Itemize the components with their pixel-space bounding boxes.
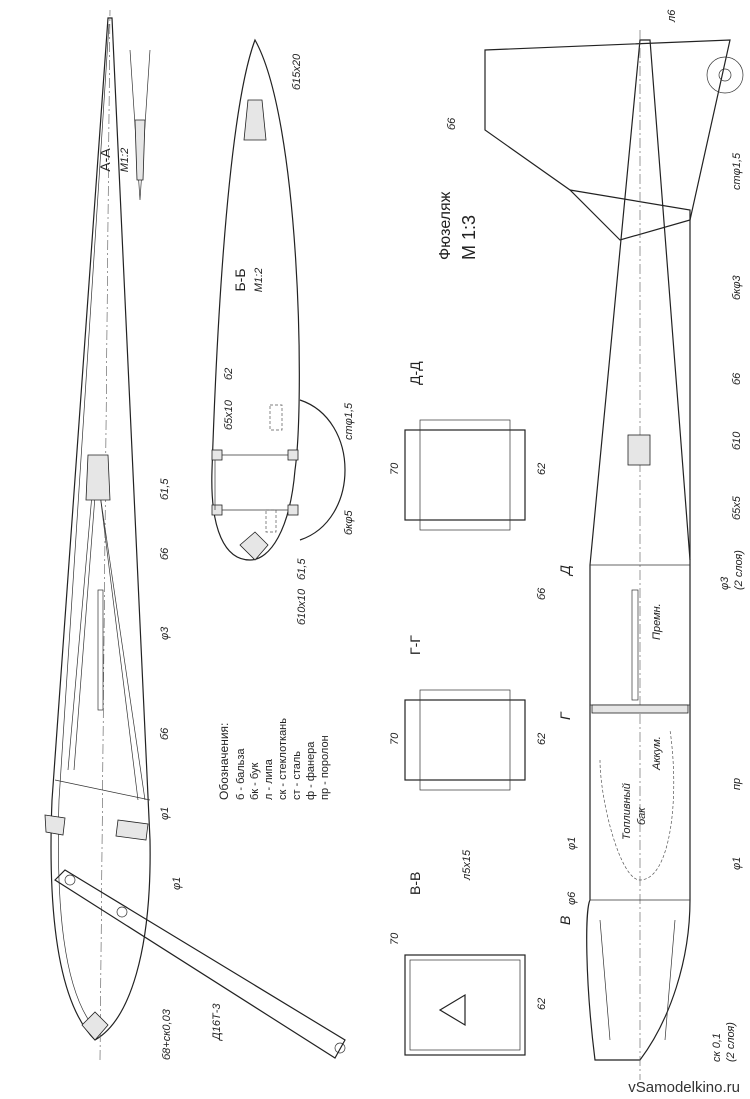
label: бкφ3 [731, 274, 743, 300]
fuselage-side-view [484, 30, 744, 1080]
section-label: л5х15 [461, 849, 473, 881]
legend-title: Обозначения: [217, 723, 231, 800]
label: ск 0,1 [711, 1033, 723, 1062]
section-v-v: В-В 70 62 [389, 872, 548, 1056]
rib-labels: б15х20 б2 б5х10 стφ1,5 бкφ5 б1,5 б10х10 [223, 53, 355, 625]
height-dim: 70 [389, 462, 401, 475]
label: стφ1,5 [343, 402, 355, 440]
fuselage-scale: М 1:3 [459, 215, 479, 260]
label: б15х20 [291, 53, 303, 90]
legend-item: л - липа [263, 758, 275, 800]
width-dim: 62 [536, 998, 548, 1010]
section-d-d: Д-Д 70 62 б6 [389, 361, 548, 600]
label: Д16Т-3 [211, 1003, 223, 1042]
label: б2 [223, 368, 235, 380]
section-g-g: Г-Г 70 62 л5х15 [389, 635, 548, 881]
label: б6 [446, 117, 458, 130]
label: φ1 [171, 877, 183, 890]
label: б5х5 [731, 495, 743, 520]
label: φ1 [566, 837, 578, 850]
width-dim: 62 [536, 463, 548, 475]
wing-section-title: А-А [97, 148, 113, 172]
legend-item: ф - фанера [305, 741, 317, 800]
wing-section-scale: М1:2 [119, 148, 131, 172]
label: φ1 [731, 857, 743, 870]
rib-section [211, 38, 346, 561]
legend-item: пр - поролон [319, 735, 331, 800]
wing-labels: б1,5 б6 φ3 б6 φ1 φ1 б8+ск0,03 Д16Т-3 [159, 478, 223, 1060]
label: φ1 [159, 807, 171, 820]
fuselage-title: Фюзеляж [437, 191, 454, 260]
fuselage-labels: л6 б6 стφ1,5 бкφ3 б6 б10 б5х5 Д φ3 (2 сл… [446, 9, 745, 1062]
label: б6 [159, 547, 171, 560]
section-title: Д-Д [407, 361, 423, 385]
label: б1,5 [159, 478, 171, 500]
section-label: б6 [536, 587, 548, 600]
section-title: Г-Г [407, 635, 423, 655]
rib-section-title: Б-Б [232, 268, 248, 291]
section-marker-d: Д [557, 565, 573, 577]
wing-plan [44, 9, 346, 1061]
battery-label: Аккум. [651, 736, 663, 771]
label: стφ1,5 [731, 152, 743, 190]
tank-label: Топливный [621, 783, 633, 840]
receiver-label: Премн. [651, 603, 663, 640]
label: φ3 [719, 576, 731, 590]
label: л6 [666, 9, 678, 23]
legend-item: ск - стеклоткань [277, 718, 289, 800]
width-dim: 62 [536, 733, 548, 745]
section-title: В-В [407, 872, 423, 895]
label: (2 слоя) [725, 1022, 737, 1062]
section-marker-v: В [557, 916, 573, 925]
rib-section-scale: М1:2 [253, 268, 265, 292]
label: б5х10 [223, 399, 235, 430]
label: φ6 [566, 891, 578, 905]
legend-item: ст - сталь [291, 751, 303, 800]
section-marker-g: Г [557, 711, 573, 720]
label: пр [731, 778, 743, 790]
label: б6 [731, 372, 743, 385]
label: φ3 [159, 626, 171, 640]
label: б10 [731, 431, 743, 450]
watermark: vSamodelkino.ru [628, 1079, 740, 1096]
label: бкφ5 [343, 509, 355, 535]
label: б10х10 [296, 588, 308, 625]
tank-label: бак [636, 807, 648, 825]
label: б8+ск0,03 [161, 1008, 173, 1060]
height-dim: 70 [389, 732, 401, 745]
legend-item: бк - бук [249, 763, 261, 800]
legend: Обозначения: б - бальза бк - бук л - лип… [217, 718, 331, 800]
legend-item: б - бальза [235, 748, 247, 800]
label: б1,5 [296, 558, 308, 580]
height-dim: 70 [389, 932, 401, 945]
label: (2 слоя) [733, 550, 745, 590]
label: б6 [159, 727, 171, 740]
